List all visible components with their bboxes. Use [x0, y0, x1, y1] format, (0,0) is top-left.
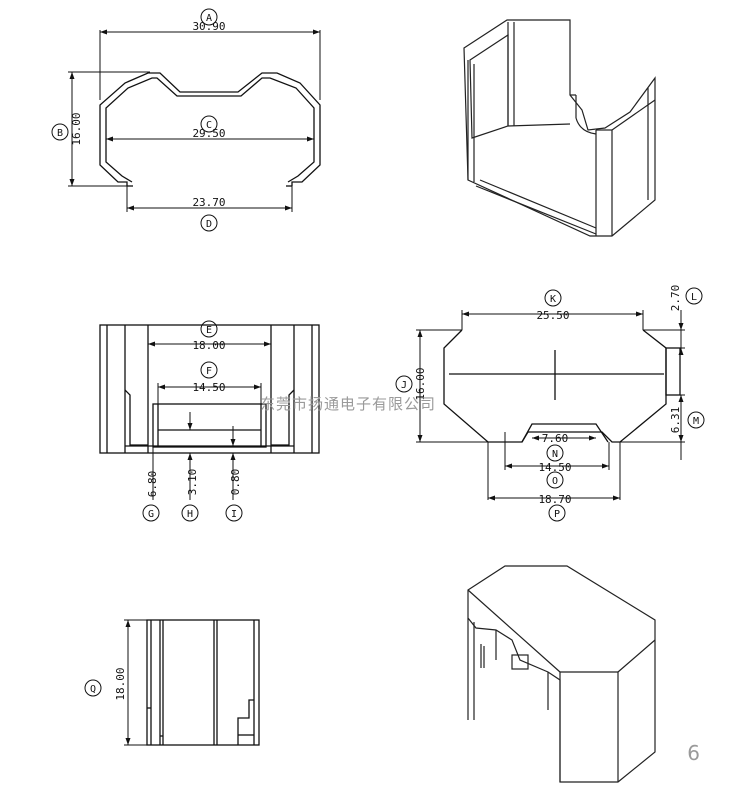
top-view-dim-texts: A 30.90 B 16.00 C 29.50 23.70 D [57, 13, 226, 230]
dim-value-P: 18.70 [538, 493, 571, 506]
dim-letter-O: O [552, 476, 558, 487]
dim-value-H: 3.10 [186, 469, 199, 496]
bottom-view [443, 329, 681, 443]
top-view-dimensions [51, 8, 321, 232]
dim-letter-F: F [206, 366, 212, 377]
dim-value-D: 23.70 [192, 196, 225, 209]
dim-value-N: 7.60 [542, 432, 569, 445]
dim-value-O: 14.50 [538, 461, 571, 474]
dim-letter-L: L [691, 292, 697, 303]
page-number: 6 [687, 741, 700, 765]
dim-letter-B: B [57, 128, 63, 139]
dim-letter-Q: Q [90, 684, 96, 695]
dim-value-E: 18.00 [192, 339, 225, 352]
dim-value-C: 29.50 [192, 127, 225, 140]
side-view-dim-texts: Q 18.00 [90, 667, 127, 700]
watermark-text: 东莞市扬通电子有限公司 [260, 395, 436, 413]
dim-value-B: 16.00 [70, 112, 83, 145]
dim-value-L: 2.70 [669, 285, 682, 312]
dim-letter-G: G [148, 509, 154, 520]
bottom-view-dimensions [395, 287, 705, 522]
dim-value-M: 6.31 [669, 407, 682, 434]
dim-letter-E: E [206, 325, 212, 336]
dim-letter-H: H [187, 509, 193, 520]
side-view-arrows [125, 620, 131, 745]
front-view-dim-texts: E 18.00 F 14.50 6.80 3.10 0.80 G H I [146, 325, 242, 520]
front-view-arrows [148, 341, 271, 460]
dim-letter-N: N [552, 449, 558, 460]
dim-value-F: 14.50 [192, 381, 225, 394]
dim-letter-I: I [231, 509, 237, 520]
bottom-view-dim-texts: K 25.50 2.70 L J 16.00 6.31 M 7.60 N 14.… [401, 285, 699, 520]
dim-letter-K: K [550, 294, 556, 305]
dim-value-Q: 18.00 [114, 667, 127, 700]
side-view [146, 619, 260, 746]
dim-value-K: 25.50 [536, 309, 569, 322]
dim-letter-P: P [554, 509, 560, 520]
dim-letter-A: A [206, 13, 212, 24]
dim-letter-M: M [693, 416, 699, 427]
side-view-dimensions [84, 619, 147, 746]
isometric-view-open [463, 19, 656, 237]
dim-value-J: 16.00 [414, 367, 427, 400]
dim-letter-J: J [401, 380, 407, 391]
isometric-view-closed [467, 565, 656, 783]
dim-value-I: 0.80 [229, 469, 242, 496]
dim-letter-C: C [206, 120, 212, 131]
top-view-arrows [69, 29, 320, 211]
bottom-view-arrows [417, 311, 684, 501]
dim-value-G: 6.80 [146, 471, 159, 498]
dim-letter-D: D [206, 219, 212, 230]
dim-value-A: 30.90 [192, 20, 225, 33]
